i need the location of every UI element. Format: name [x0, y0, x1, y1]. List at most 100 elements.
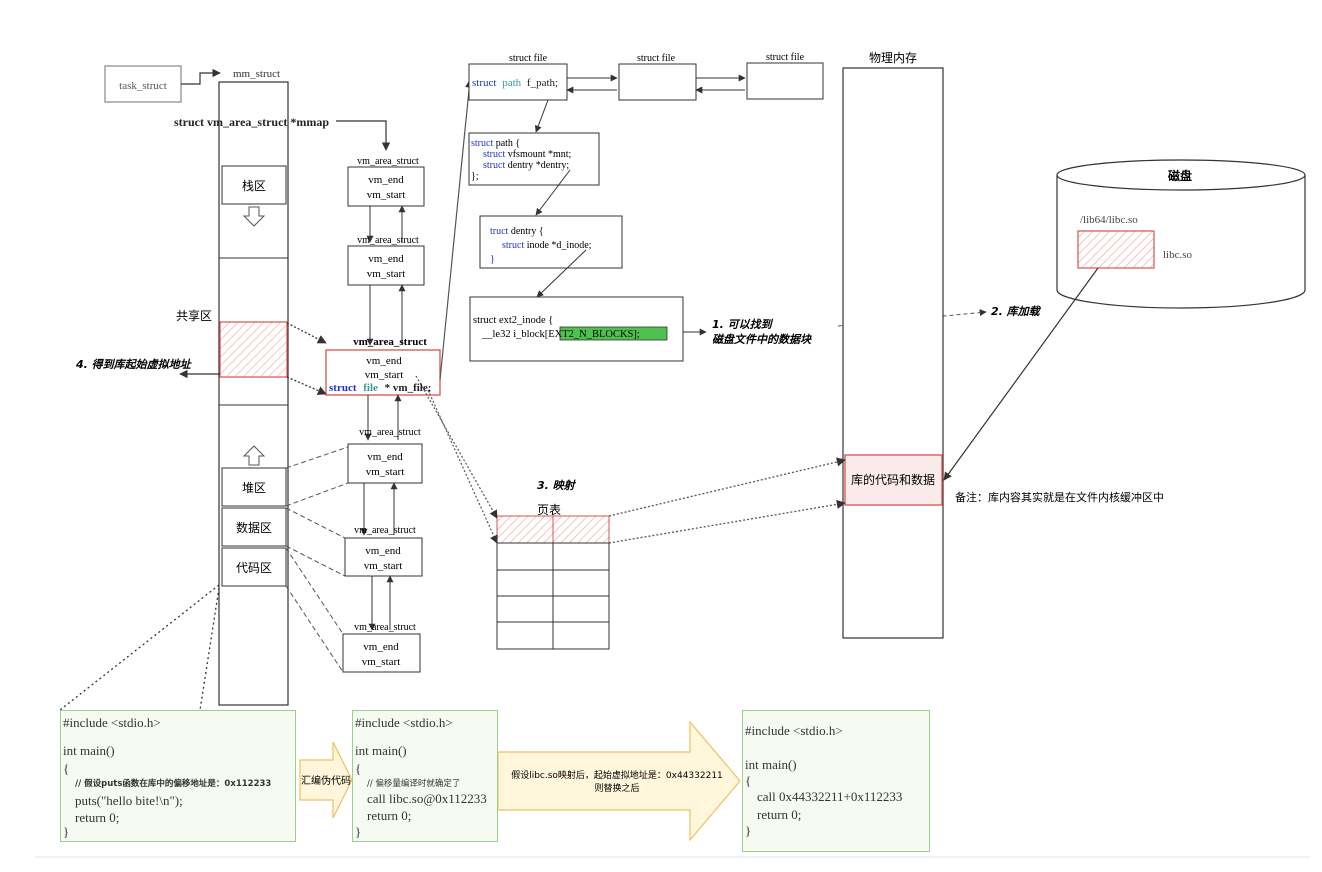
path-line-1: struct path { — [471, 138, 520, 149]
f-path-kw1: struct — [472, 77, 496, 89]
stack-down-arrow-icon — [242, 206, 266, 227]
vma-end: vm_end — [366, 355, 402, 367]
code2-line1: #include <stdio.h> — [355, 715, 453, 730]
vma-box-5 — [344, 537, 423, 577]
heap-region — [221, 467, 287, 507]
mmap-label: struct vm_area_struct *mmap — [174, 115, 329, 129]
struct-path-box — [468, 132, 600, 186]
heap-label: 堆区 — [242, 481, 266, 495]
disk-top — [1056, 159, 1306, 191]
vm-file-field: struct file * vm_file; — [329, 382, 431, 394]
struct-file-box-3 — [746, 62, 824, 100]
dentry-line-1: truct dentry { — [490, 226, 544, 237]
lib-code-data-region — [844, 454, 943, 506]
lib-code-data-label: 库的代码和数据 — [851, 472, 935, 487]
f-path-kw2: path — [502, 77, 521, 89]
ext2-line-2: __le32 i_block[EXT2_N_BLOCKS]; — [481, 329, 640, 340]
note-label: 备注：库内容其实就是在文件内核缓冲区中 — [955, 490, 1164, 504]
code1-line7: } — [63, 824, 70, 839]
vma-to-pagetable-dotted — [415, 375, 498, 519]
code2-line5: call libc.so@0x112233 — [367, 791, 487, 806]
code-label: 代码区 — [236, 561, 272, 575]
vma-box-4 — [347, 443, 423, 484]
replace-arrow-label-1: 假设libc.so映射后，起始虚拟地址是：0x44332211 — [511, 769, 723, 781]
disk-file: libc.so — [1163, 249, 1193, 261]
path-to-dentry-arrow — [535, 169, 571, 216]
code1-line3: { — [63, 761, 70, 776]
vma-end: vm_end — [368, 174, 404, 186]
code3-line6: } — [745, 823, 752, 838]
code2-line4: // 偏移量编译时就确定了 — [367, 779, 461, 789]
struct-file-label-1: struct file — [509, 53, 548, 64]
vma-box-1 — [347, 166, 425, 207]
path-line-2: struct vfsmount *mnt; — [483, 149, 572, 160]
vma-end: vm_end — [363, 641, 399, 653]
struct-file-label-3: struct file — [766, 52, 805, 63]
code3-line1: #include <stdio.h> — [745, 723, 843, 738]
vma-title: vm_area_struct — [357, 156, 419, 167]
dentry-to-inode-arrow — [536, 249, 587, 298]
task-to-mm-arrow — [181, 68, 221, 85]
dentry-line-3: } — [490, 254, 495, 265]
code1-line1: #include <stdio.h> — [63, 715, 161, 730]
code-dashed — [285, 585, 344, 673]
vma-start: vm_start — [366, 466, 405, 478]
data-dashed — [285, 507, 346, 539]
vm-file-rest: * vm_file; — [385, 382, 432, 394]
file-to-path-arrow — [534, 99, 549, 133]
vma-end: vm_end — [365, 545, 401, 557]
path-line-3: struct dentry *dentry; — [483, 160, 569, 171]
load-lib-annotation: 2. 库加载 — [991, 305, 1042, 318]
heap-up-arrow-icon — [242, 445, 266, 466]
mm-struct-label: mm_struct — [233, 68, 280, 80]
shared-to-vma-dotted — [286, 376, 327, 395]
get-addr-annotation: 4. 得到库起始虚拟地址 — [75, 358, 193, 371]
pagetable-to-memory-dotted — [608, 499, 846, 544]
find-blocks-annotation-1: 1. 可以找到 — [712, 318, 774, 331]
ext2-highlight — [559, 326, 668, 341]
code2-line6: return 0; — [367, 808, 412, 823]
ext2-line-1: struct ext2_inode { — [473, 315, 553, 326]
struct-file-box-2 — [618, 63, 697, 101]
vma-start: vm_start — [365, 369, 404, 381]
vm-file-to-file-arrow — [439, 79, 474, 381]
page-table-entry-mapped — [496, 515, 554, 544]
code3-line5: return 0; — [757, 807, 802, 822]
page-table-label: 页表 — [537, 503, 561, 517]
code2-line3: { — [355, 761, 362, 776]
shared-lib-region — [219, 321, 288, 378]
physical-memory-box — [842, 67, 944, 639]
physical-memory-label: 物理内存 — [869, 51, 917, 65]
disk-to-memory-arrow — [943, 267, 1099, 481]
task-struct-label: task_struct — [119, 80, 167, 92]
replaced-code-box: #include <stdio.h> int main() { call 0x4… — [742, 710, 930, 852]
code1-line6: return 0; — [75, 810, 120, 825]
compile-arrow — [299, 741, 353, 819]
heap-dashed — [285, 482, 349, 507]
struct-file-box-1 — [468, 63, 568, 101]
shared-to-vma-dotted — [286, 322, 327, 344]
vma-start: vm_start — [364, 560, 403, 572]
vma-start: vm_start — [367, 268, 406, 280]
vma-title: vm_area_struct — [357, 235, 419, 246]
dentry-line-2: struct inode *d_inode; — [502, 240, 592, 251]
vm-file-struct-kw: struct — [329, 382, 357, 394]
code-region-dotted — [199, 587, 220, 711]
vma-start: vm_start — [367, 189, 406, 201]
compile-arrow-label: 汇编伪代码 — [301, 774, 351, 787]
heap-dashed — [285, 446, 349, 469]
data-label: 数据区 — [236, 520, 272, 535]
source-code-box: #include <stdio.h> int main() { // 假设put… — [60, 710, 296, 842]
vma-end: vm_end — [367, 451, 403, 463]
data-region — [221, 507, 287, 547]
mapping-annotation: 3. 映射 — [537, 479, 577, 492]
disk-path: /lib64/libc.so — [1080, 214, 1138, 226]
vma-end: vm_end — [368, 253, 404, 265]
vma-box-2 — [347, 245, 425, 286]
data-dashed — [285, 545, 346, 577]
code-dashed — [285, 547, 344, 635]
stack-label: 栈区 — [242, 178, 266, 193]
code2-line7: } — [355, 824, 362, 839]
page-table-grid — [496, 542, 610, 650]
